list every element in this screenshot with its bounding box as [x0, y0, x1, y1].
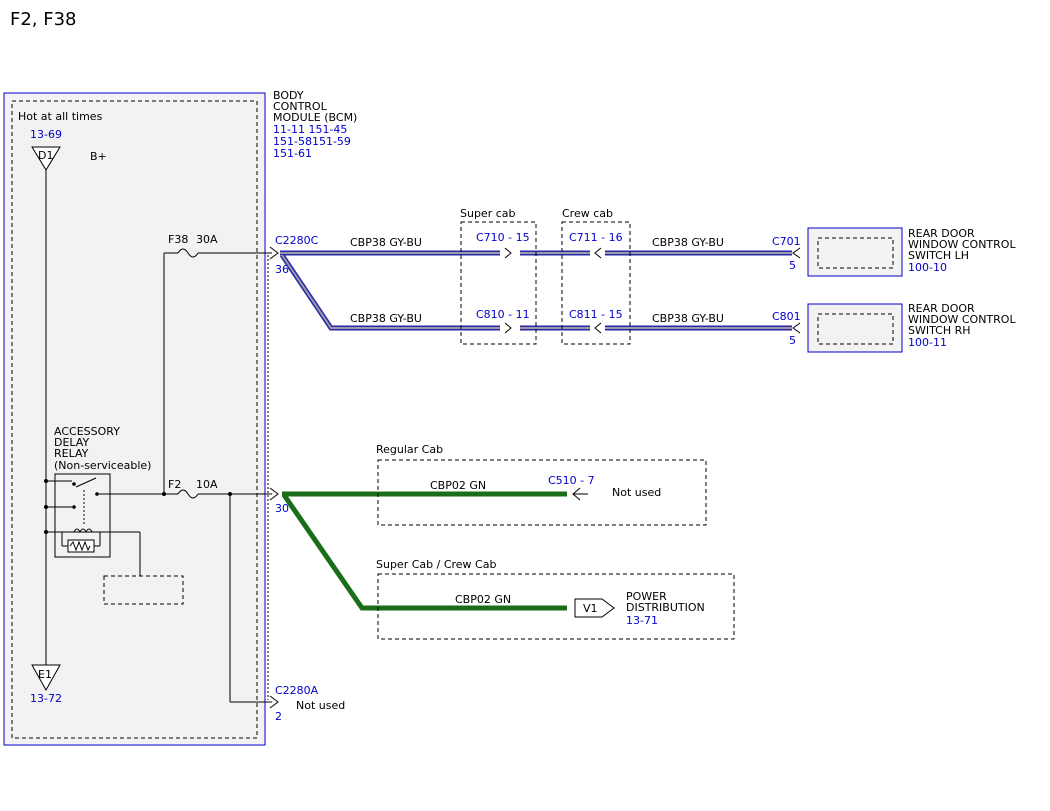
switch-rh-line-1: REAR DOOR [908, 302, 975, 315]
relay-coil-control-box [103, 575, 184, 605]
supply-top-pin: D1 [38, 149, 53, 162]
power-distribution-line-2: DISTRIBUTION [626, 601, 705, 614]
wire-label-lh-left: CBP38 GY-BU [350, 236, 422, 249]
accessory-delay-relay [44, 473, 130, 558]
fuse-f2-icon [177, 489, 199, 499]
c2280c-pin[interactable]: 36 [275, 263, 289, 276]
bcm-ref-3[interactable]: 151-61 [273, 147, 312, 160]
bcm-name-line-3: MODULE (BCM) [273, 111, 357, 124]
fuse-f38-name: F38 [168, 233, 188, 246]
switch-lh-box [807, 227, 903, 277]
switch-lh-line-2: WINDOW CONTROL [908, 238, 1016, 251]
bcm-module-box [3, 92, 266, 746]
bcm-name-line-1: BODY [273, 89, 304, 102]
gn-wire-super-crew-cab [281, 493, 567, 611]
c711-label[interactable]: C711 - 16 [569, 231, 623, 244]
regular-cab-label: Regular Cab [376, 443, 443, 456]
super-cab-label: Super cab [460, 207, 516, 220]
fuse-f38-icon [177, 248, 199, 258]
super-crew-cab-box [377, 573, 735, 640]
c710-arrow-icon [504, 247, 512, 259]
e1-pin-triangle-icon [31, 664, 61, 692]
wire-label-lh-right: CBP38 GY-BU [652, 236, 724, 249]
switch-lh-line-1: REAR DOOR [908, 227, 975, 240]
gy-bu-wire-rh [279, 253, 792, 331]
power-distribution-ref[interactable]: 13-71 [626, 614, 658, 627]
fuse-f38-rating: 30A [196, 233, 218, 246]
supply-bottom-ref[interactable]: 13-72 [30, 692, 62, 705]
c710-label[interactable]: C710 - 15 [476, 231, 530, 244]
bcm-name-line-2: CONTROL [273, 100, 328, 113]
wire-label-super-crew: CBP02 GN [455, 593, 511, 606]
c2280c-label[interactable]: C2280C [275, 234, 319, 247]
page-title: F2, F38 [10, 9, 77, 30]
c811-label[interactable]: C811 - 15 [569, 308, 623, 321]
v1-pin-arrow-icon [574, 598, 615, 618]
wire-label-rh-left: CBP38 GY-BU [350, 312, 422, 325]
switch-lh-ref[interactable]: 100-10 [908, 261, 947, 274]
c801-arrow-icon [792, 322, 801, 334]
c2280a-connector-arrow-icon [269, 695, 279, 709]
relay-label-3: RELAY [54, 447, 89, 460]
switch-rh-box [807, 303, 903, 353]
relay-label-1: ACCESSORY [54, 425, 120, 438]
power-distribution-line-1: POWER [626, 590, 667, 603]
relay-label-2: DELAY [54, 436, 89, 449]
c801-label[interactable]: C801 [772, 310, 801, 323]
switch-rh-line-2: WINDOW CONTROL [908, 313, 1016, 326]
regular-cab-box [377, 459, 707, 526]
c801-pin[interactable]: 5 [789, 334, 796, 347]
hot-at-all-times-label: Hot at all times [18, 110, 103, 123]
b-plus-label: B+ [90, 150, 107, 163]
crew-cab-inline-box [561, 221, 631, 345]
pin-30-label[interactable]: 30 [275, 502, 289, 515]
c701-pin[interactable]: 5 [789, 259, 796, 272]
wire-label-rh-right: CBP38 GY-BU [652, 312, 724, 325]
c810-arrow-icon [504, 322, 512, 334]
bcm-ref-2[interactable]: 151-58151-59 [273, 135, 351, 148]
switch-lh-inner-box [817, 237, 894, 269]
supply-top-ref[interactable]: 13-69 [30, 128, 62, 141]
c810-label[interactable]: C810 - 11 [476, 308, 530, 321]
bcm-ref-1[interactable]: 11-11 151-45 [273, 123, 347, 136]
c510-not-used: Not used [612, 486, 661, 499]
switch-rh-inner-box [817, 313, 894, 345]
fuse-f2-name: F2 [168, 478, 181, 491]
c711-arrow-icon [594, 247, 602, 259]
supply-bottom-pin: E1 [38, 668, 52, 681]
c2280b-connector-arrow-icon [269, 487, 279, 501]
super-crew-cab-label: Super Cab / Crew Cab [376, 558, 496, 571]
c701-label[interactable]: C701 [772, 235, 801, 248]
switch-rh-ref[interactable]: 100-11 [908, 336, 947, 349]
c2280a-label[interactable]: C2280A [275, 684, 319, 697]
crew-cab-label: Crew cab [562, 207, 613, 220]
c2280a-not-used: Not used [296, 699, 345, 712]
relay-label-4: (Non-serviceable) [54, 459, 151, 472]
switch-rh-line-3: SWITCH RH [908, 324, 971, 337]
switch-lh-line-3: SWITCH LH [908, 249, 969, 262]
d1-pin-triangle-icon [31, 146, 61, 171]
super-cab-inline-box [460, 221, 537, 345]
c2280a-pin[interactable]: 2 [275, 710, 282, 723]
fuse-f2-rating: 10A [196, 478, 218, 491]
c701-arrow-icon [792, 247, 801, 259]
v1-pin-label: V1 [583, 602, 598, 615]
bcm-inner-dashed-box [11, 100, 258, 739]
c510-label[interactable]: C510 - 7 [548, 474, 595, 487]
c2280c-connector-arrow-icon [269, 246, 279, 260]
wire-label-regular: CBP02 GN [430, 479, 486, 492]
c811-arrow-icon [594, 322, 602, 334]
